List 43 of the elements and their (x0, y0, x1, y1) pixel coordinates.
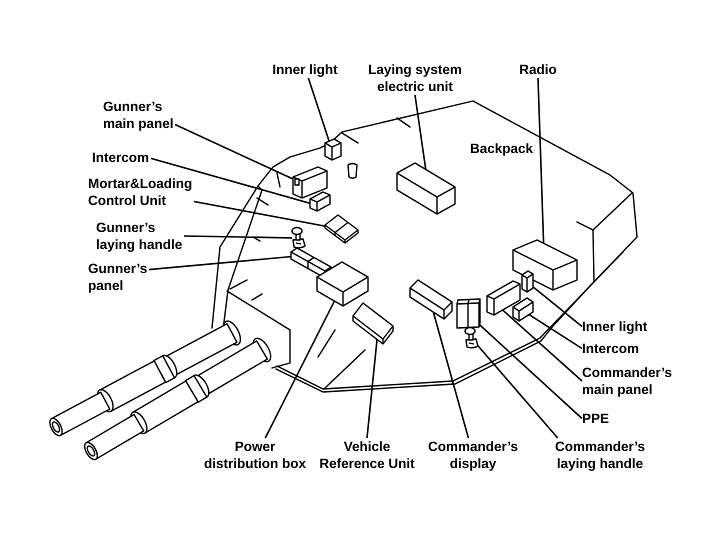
handle-drawing (464, 326, 479, 348)
leader-line (308, 78, 330, 142)
equipment-box (409, 279, 453, 320)
equipment-box (316, 261, 369, 307)
leader-line (432, 312, 470, 438)
callout-label: Laying system electric unit (368, 61, 462, 95)
callout-label: Intercom (92, 149, 151, 166)
part-label: Backpack (470, 140, 534, 157)
leader-line (184, 235, 292, 239)
leader-line (264, 300, 336, 438)
leader-line (366, 339, 378, 438)
callout-label: Gunner’s panel (88, 260, 149, 294)
callout-label: Gunner’s laying handle (96, 219, 184, 253)
leader-line (174, 124, 294, 180)
equipment-box (512, 239, 578, 291)
equipment-box (324, 138, 342, 161)
equipment-box (396, 162, 456, 215)
callout-label: Mortar&Loading Control Unit (88, 175, 194, 209)
callout-label: Commander’s laying handle (554, 438, 646, 472)
equipment-box (309, 191, 331, 212)
leader-line (477, 344, 558, 439)
equipment-box (521, 270, 534, 293)
callout-label: Gunner’s main panel (103, 98, 175, 132)
callout-label: Radio (518, 61, 558, 78)
callout-label: Commander’s main panel (582, 364, 674, 398)
leader-line (150, 158, 310, 204)
leader-line (148, 256, 292, 270)
callout-label: PPE (582, 410, 611, 427)
callout-label: Inner light (582, 318, 649, 335)
leader-line (194, 200, 326, 227)
leader-line (528, 314, 582, 350)
equipment-box (324, 214, 359, 244)
equipment-box (352, 302, 394, 345)
callout-label: Vehicle Reference Unit (318, 438, 416, 472)
equipment-box (456, 298, 481, 329)
leader-line (414, 94, 427, 170)
callout-label: Commander’s display (427, 438, 519, 472)
handle-drawing (291, 226, 306, 248)
leader-line (479, 324, 583, 420)
callout-label: Inner light (272, 61, 338, 78)
leader-line (537, 78, 544, 244)
callout-label: Intercom (582, 340, 641, 357)
leader-line (502, 309, 583, 382)
